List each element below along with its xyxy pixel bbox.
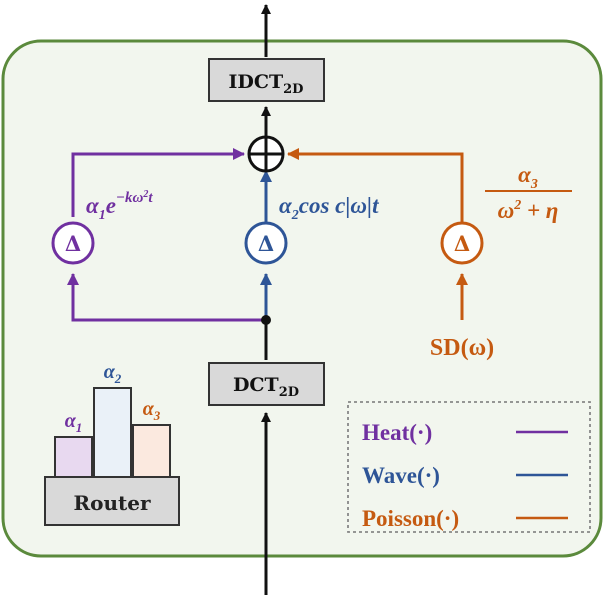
router-bar-3: [132, 424, 171, 478]
legend-box: [347, 401, 591, 533]
router-box: [44, 476, 180, 526]
svg-text:DCT2D: DCT2D: [233, 374, 299, 400]
poisson-branch: Δ α3 ω2 + η SD(ω): [287, 148, 572, 361]
heat-coefficient-label: α1e−kω2t: [86, 189, 153, 223]
legend-label-3: Poisson(·): [362, 506, 459, 531]
heat-delta-symbol: Δ: [65, 231, 81, 256]
legend: Heat(·) Wave(·) Poisson(·): [347, 401, 591, 533]
idct-block: IDCT2D: [208, 58, 325, 102]
dct-block: DCT2D: [208, 362, 325, 406]
poisson-numerator: α3: [518, 162, 538, 192]
sum-node: [247, 135, 285, 173]
legend-label-2: Wave(·): [362, 463, 440, 488]
router-bar-label-2: α2: [104, 361, 122, 386]
dct-label: DCT: [233, 374, 279, 396]
router: α1 α2 α3 Router: [44, 361, 180, 526]
legend-label-1: Heat(·): [362, 420, 432, 445]
split-junction: [261, 315, 271, 325]
idct-subscript: 2D: [283, 82, 303, 97]
router-bar-1: [54, 436, 93, 478]
poisson-denominator: ω2 + η: [498, 198, 559, 223]
wave-branch: Δ α2cos c|ω|t: [244, 170, 379, 320]
wave-delta-symbol: Δ: [258, 231, 274, 256]
heat-branch: Δ α1e−kω2t: [51, 148, 266, 322]
router-bar-label-3: α3: [143, 398, 161, 423]
poisson-source-label: SD(ω): [430, 335, 494, 361]
router-bar-label-1: α1: [65, 410, 83, 435]
idct-label: IDCT: [229, 71, 284, 93]
svg-text:IDCT2D: IDCT2D: [229, 71, 304, 97]
router-bars: α1 α2 α3: [54, 361, 171, 478]
dct-subscript: 2D: [279, 385, 299, 400]
heat-laplacian-node: [51, 221, 95, 265]
poisson-laplacian-node: [440, 221, 484, 265]
router-label: Router: [73, 491, 150, 515]
poisson-delta-symbol: Δ: [454, 231, 470, 256]
wave-coefficient-label: α2cos c|ω|t: [279, 193, 379, 223]
wave-laplacian-node: [244, 221, 288, 265]
router-bar-2: [93, 387, 132, 478]
